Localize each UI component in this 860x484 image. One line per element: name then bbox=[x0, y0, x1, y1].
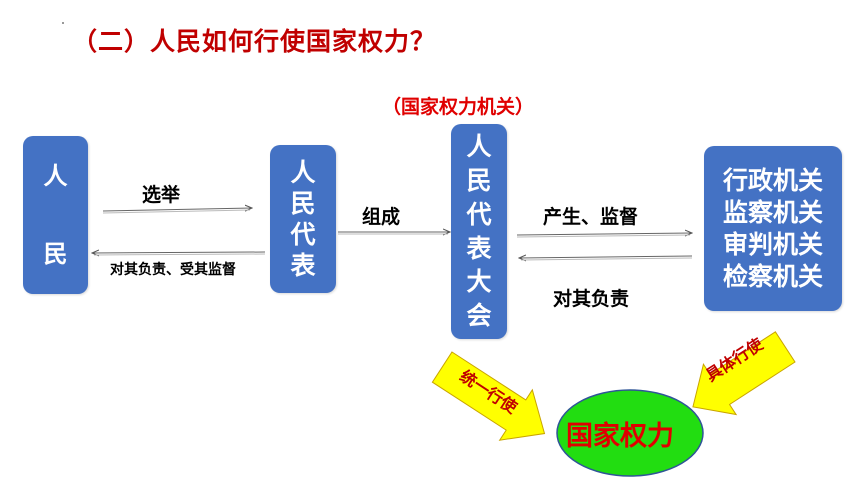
responsible-supervised-label: 对其负责、受其监督 bbox=[110, 262, 236, 278]
deputies-box: 人民代表 bbox=[270, 145, 336, 293]
organ-procuratorial: 检察机关 bbox=[722, 261, 823, 291]
people-char-1: 人 bbox=[43, 162, 68, 190]
congress-box: 人民代表大会 bbox=[451, 124, 507, 339]
people-box: 人 民 bbox=[23, 136, 88, 294]
state-power-label: 国家权力 bbox=[566, 421, 674, 452]
organ-judicial: 审判机关 bbox=[722, 229, 823, 259]
deputies-label: 人民代表 bbox=[290, 157, 316, 281]
organ-supervisory: 监察机关 bbox=[722, 197, 823, 227]
elect-arrow bbox=[102, 208, 252, 211]
responsible-supervised-arrow bbox=[92, 252, 266, 253]
state-organs-box: 行政机关 监察机关 审判机关 检察机关 bbox=[704, 146, 842, 311]
people-char-2: 民 bbox=[43, 239, 68, 268]
congress-caption: （国家权力机关） bbox=[382, 96, 535, 118]
state-power-ellipse bbox=[556, 389, 704, 477]
elect-label: 选举 bbox=[142, 184, 181, 206]
produce-supervise-arrow bbox=[516, 233, 692, 235]
compose-label: 组成 bbox=[362, 206, 401, 228]
responsible-label: 对其负责 bbox=[553, 288, 630, 310]
decor-dot bbox=[62, 22, 64, 24]
page-title: （二）人民如何行使国家权力？ bbox=[72, 27, 437, 56]
organ-administrative: 行政机关 bbox=[722, 165, 823, 195]
unified-exercise-arrow bbox=[431, 351, 546, 441]
congress-label: 人民代表大会 bbox=[466, 132, 492, 330]
produce-supervise-label: 产生、监督 bbox=[543, 206, 639, 228]
specific-exercise-arrow bbox=[692, 331, 796, 416]
responsible-arrow bbox=[519, 256, 693, 258]
